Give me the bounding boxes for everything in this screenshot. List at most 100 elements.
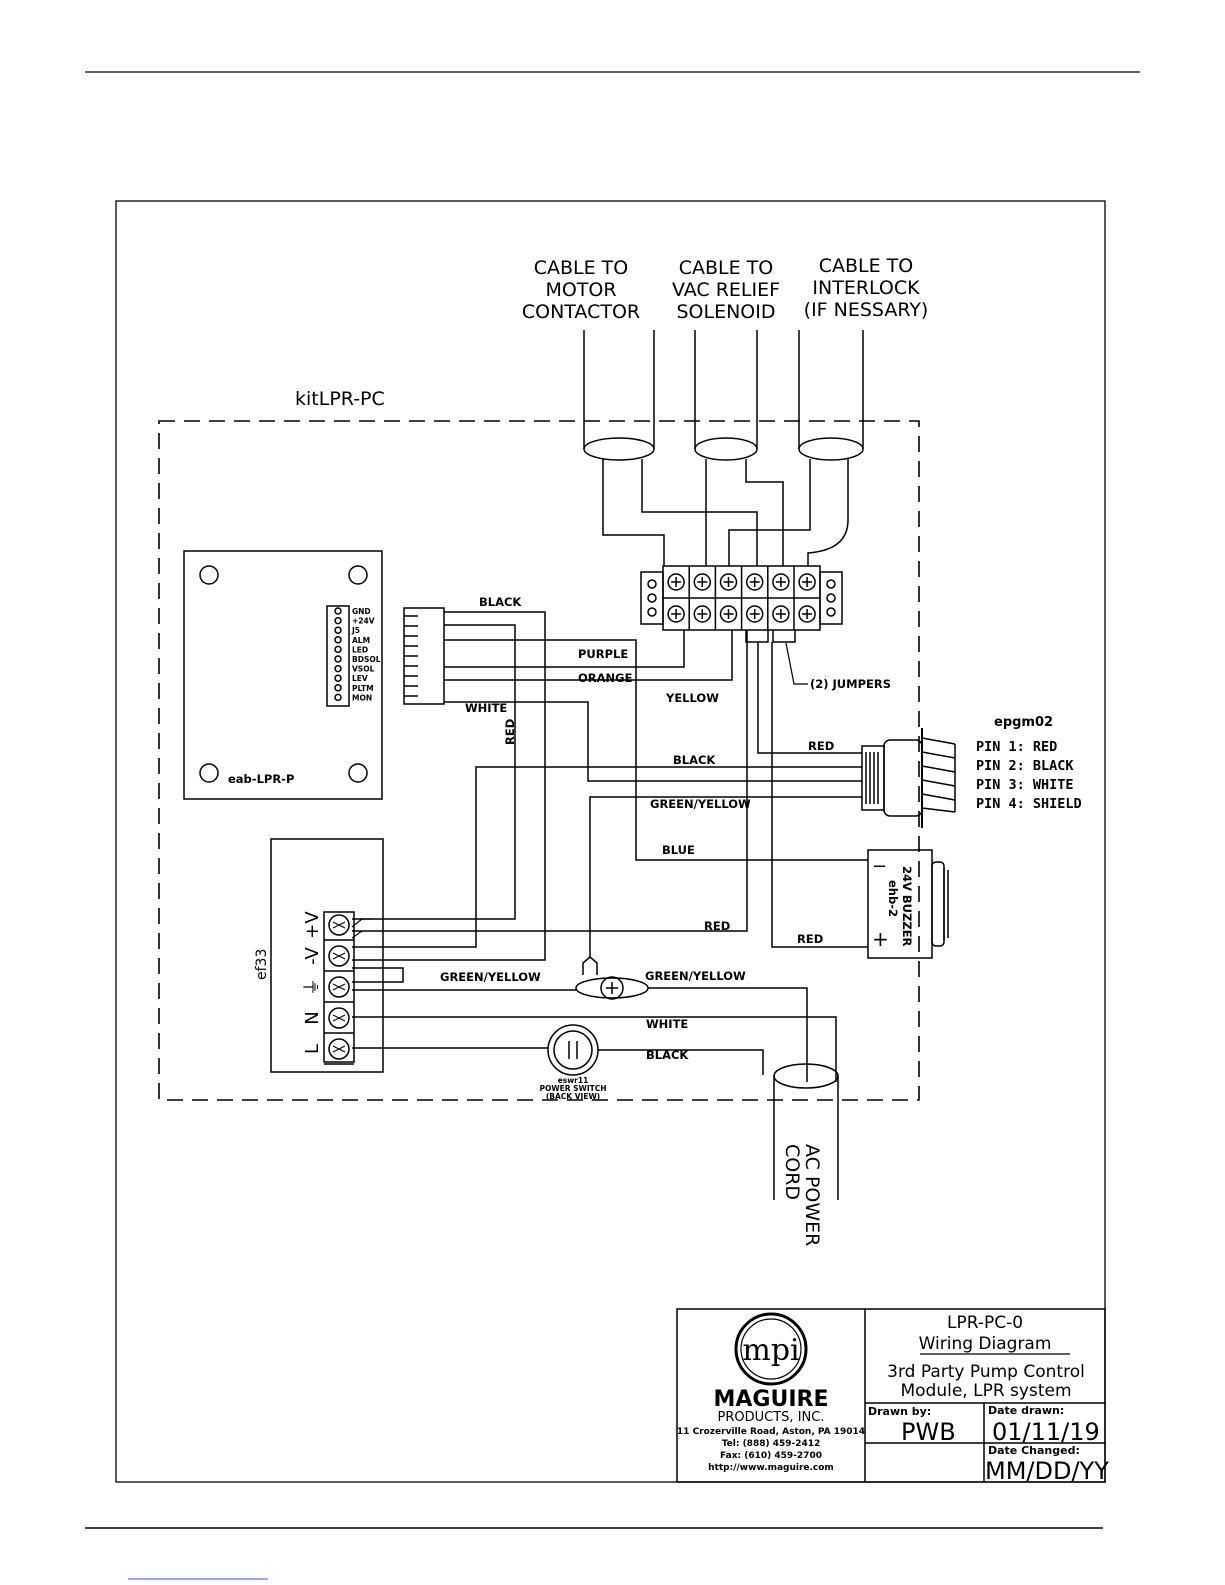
company-sub: PRODUCTS, INC.	[718, 1410, 825, 1425]
buzzer-plus: +	[872, 927, 889, 951]
cable-wires	[602, 459, 849, 566]
drawing-type: Wiring Diagram	[919, 1334, 1052, 1354]
terminal-screw	[798, 573, 816, 591]
wire-yellow: YELLOW	[665, 691, 719, 705]
wire-white-top: WHITE	[465, 701, 507, 715]
psu-name: ef33	[254, 949, 270, 980]
title-block	[676, 1308, 1106, 1483]
psu-terminal-screw	[328, 1038, 350, 1060]
logo-text: mpi	[742, 1333, 799, 1368]
terminal-screw	[745, 605, 764, 623]
wire-green-yellow-right: GREEN/YELLOW	[645, 969, 746, 983]
mpi-logo	[734, 1312, 808, 1386]
board-pin-label: ALM	[352, 636, 370, 645]
connector-pin-1: PIN 1: RED	[976, 739, 1057, 755]
board-pin-label: MON	[352, 693, 372, 702]
cable-interlock-l1: CABLE TO	[819, 255, 914, 277]
cable-pipes	[583, 330, 864, 461]
psu-terminal-label: L	[302, 1044, 323, 1054]
wire-purple: PURPLE	[578, 647, 628, 661]
jumpers	[745, 630, 796, 643]
terminal-screw	[693, 573, 712, 591]
harness-wires	[352, 611, 862, 961]
ground-lug	[575, 956, 649, 1000]
board-pin	[334, 664, 342, 673]
terminal-screw	[667, 573, 685, 591]
terminal-screw	[798, 605, 816, 623]
company-fax: Fax: (610) 459-2700	[720, 1451, 822, 1461]
wire-green-yellow-mid: GREEN/YELLOW	[650, 797, 751, 811]
kit-label: kitLPR-PC	[295, 388, 385, 410]
cable-vac-l3: SOLENOID	[676, 301, 775, 323]
board-pin-header	[326, 605, 350, 707]
cable-vac-l2: VAC RELIEF	[672, 279, 780, 301]
ac-cord-l2: CORD	[781, 1144, 803, 1200]
psu-ef33	[270, 838, 384, 1073]
date-changed: MM/DD/YY	[985, 1457, 1109, 1485]
board-eab-lpr-p	[183, 550, 383, 800]
connector-pin-3: PIN 3: WHITE	[976, 777, 1074, 793]
switch-line2: POWER SWITCH	[539, 1084, 606, 1093]
drawing-number: LPR-PC-0	[947, 1313, 1023, 1333]
drawing-desc-2: Module, LPR system	[900, 1381, 1071, 1401]
drawn-by-label: Drawn by:	[868, 1405, 931, 1418]
drawing-desc-1: 3rd Party Pump Control	[887, 1362, 1085, 1382]
power-switch	[547, 1024, 599, 1076]
psu-terminal-screw	[328, 1007, 350, 1029]
psu-terminal-screw	[328, 945, 350, 967]
psu-terminal-label: +V	[302, 911, 323, 939]
buzzer-minus: −	[872, 856, 887, 877]
terminal-screw	[693, 605, 712, 623]
terminal-screw	[772, 605, 790, 623]
connector-pin-4: PIN 4: SHIELD	[976, 796, 1082, 812]
terminal-screw	[719, 573, 738, 591]
wire-black-bottom: BLACK	[646, 1048, 689, 1062]
wire-orange: ORANGE	[578, 671, 633, 685]
buzzer-ehb-2	[842, 849, 949, 959]
cable-interlock-l3: (IF NESSARY)	[804, 299, 929, 321]
drawn-by: PWB	[901, 1418, 956, 1446]
connector-epgm02	[861, 728, 956, 828]
connector-pin-2: PIN 2: BLACK	[976, 758, 1074, 774]
date-changed-label: Date Changed:	[988, 1444, 1080, 1457]
psu-terminal-screw	[328, 976, 350, 998]
terminal-screw	[719, 605, 738, 623]
wire-blue: BLUE	[662, 843, 695, 857]
terminal-strip	[640, 565, 843, 631]
board-pin-label: LEV	[352, 674, 368, 683]
wire-green-yellow-left: GREEN/YELLOW	[440, 970, 541, 984]
board-pin	[334, 607, 342, 615]
wire-white-bottom: WHITE	[646, 1017, 688, 1031]
cable-vac-l1: CABLE TO	[679, 257, 774, 279]
switch-line3: (BACK VIEW)	[546, 1092, 600, 1101]
kit-enclosure	[158, 420, 920, 1101]
terminal-screw	[745, 573, 764, 591]
drawing-frame	[115, 200, 1106, 1483]
board-pin-label: +24V	[352, 617, 375, 626]
wire-red-psu: RED	[704, 919, 730, 933]
jumpers-label: (2) JUMPERS	[810, 677, 891, 691]
board-name: eab-LPR-P	[228, 772, 294, 786]
wire-red-buzzer: RED	[797, 932, 823, 946]
company-address: 11 Crozerville Road, Aston, PA 19014	[677, 1427, 865, 1437]
buzzer-line2: ehb-2	[886, 880, 900, 917]
board-pin	[334, 626, 342, 634]
board-pin	[334, 645, 342, 654]
wire-black-mid: BLACK	[673, 753, 716, 767]
wire-red-vertical: RED	[503, 719, 517, 745]
board-pin	[334, 636, 342, 644]
switch-line1: eswr11	[558, 1076, 589, 1085]
psu-terminal-label: -V	[302, 946, 323, 964]
buzzer-line1: 24V BUZZER	[900, 866, 914, 947]
ac-cord-l1: AC POWER	[801, 1144, 823, 1246]
board-pin	[334, 655, 342, 663]
date-drawn: 01/11/19	[992, 1418, 1100, 1446]
ac-power-cord	[773, 1063, 839, 1200]
company-tel: Tel: (888) 459-2412	[722, 1439, 821, 1449]
board-pin-label: J5	[351, 626, 360, 635]
terminal-screw	[772, 573, 790, 591]
cable-motor-l2: MOTOR	[545, 279, 616, 301]
board-pin	[334, 616, 342, 625]
date-drawn-label: Date drawn:	[988, 1404, 1064, 1417]
